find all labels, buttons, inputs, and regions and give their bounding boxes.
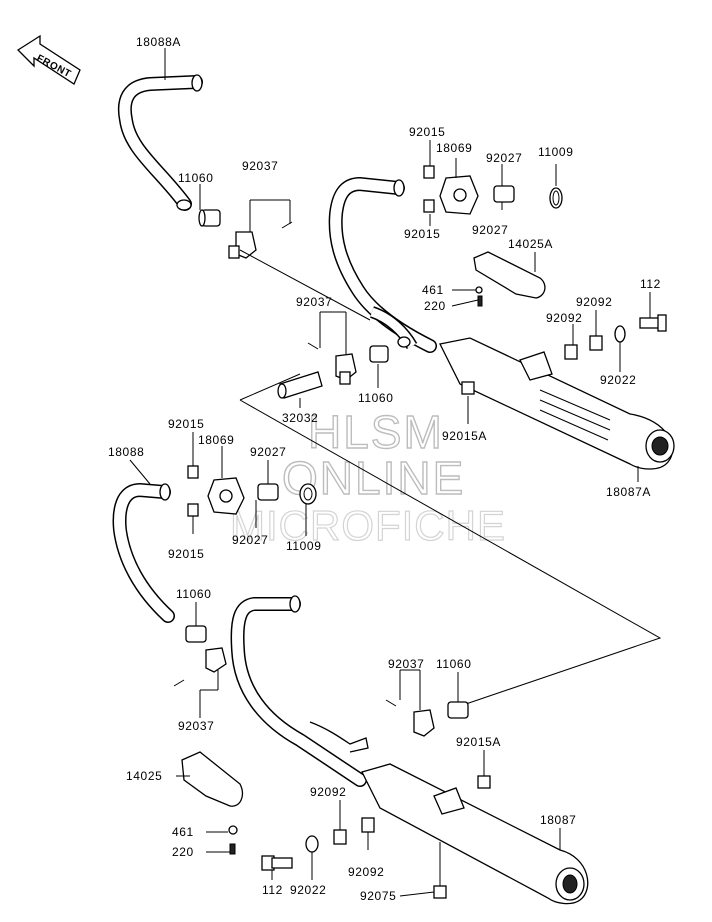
label-92037-c: 92037 <box>178 719 214 733</box>
flange-18069-a <box>439 175 479 215</box>
label-11060-d: 11060 <box>436 657 471 671</box>
bolt-112-a <box>639 314 667 332</box>
nut-92015-a <box>423 165 435 179</box>
exhaust-pipe-18088 <box>112 482 175 623</box>
label-220-a: 220 <box>424 299 446 313</box>
label-14025: 14025 <box>126 769 162 783</box>
clamp-92037-a <box>228 221 293 259</box>
watermark-line1: HLSM <box>308 406 444 458</box>
label-92092-c: 92092 <box>310 785 346 799</box>
label-112-b: 112 <box>262 883 283 897</box>
label-92037-a: 92037 <box>242 159 278 173</box>
nut-92015a-a <box>461 381 475 395</box>
label-18087: 18087 <box>540 813 576 827</box>
label-92092-a: 92092 <box>576 295 612 309</box>
collar-92027-b <box>257 483 279 501</box>
bolt-220-b <box>229 843 236 855</box>
label-92015-a: 92015 <box>409 125 445 139</box>
leader-lines <box>129 48 651 897</box>
label-11060-a: 11060 <box>178 171 213 185</box>
label-92015a-a: 92015A <box>442 429 487 443</box>
label-14025a: 14025A <box>508 237 553 251</box>
clamp-92037-c <box>173 647 227 687</box>
label-461-b: 461 <box>172 825 194 839</box>
label-32032: 32032 <box>282 411 318 425</box>
spacer-92092-a <box>589 335 603 351</box>
washer-461-b <box>228 825 238 835</box>
label-112-a: 112 <box>640 277 661 291</box>
label-18088a: 18088A <box>136 35 181 49</box>
clamp-92037-b <box>307 342 357 385</box>
grommet-92075 <box>433 885 447 899</box>
label-461-a: 461 <box>422 283 444 297</box>
nut-92015-b <box>423 199 435 213</box>
gasket-11060-a <box>198 209 221 227</box>
label-11060-b: 11060 <box>358 391 393 405</box>
label-92027-b: 92027 <box>472 223 508 237</box>
gasket-11060-c <box>185 625 207 643</box>
label-18069-a: 18069 <box>436 141 472 155</box>
part-labels: 18088A 11060 92037 92015 18069 92027 110… <box>108 35 661 903</box>
label-92092-d: 92092 <box>348 865 384 879</box>
flange-18069-b <box>207 477 245 515</box>
label-92015a-b: 92015A <box>456 735 501 749</box>
washer-92022-b <box>305 835 319 853</box>
gasket-11060-d <box>447 701 469 719</box>
gasket-11009-b <box>299 483 317 505</box>
label-92015-d: 92015 <box>168 547 204 561</box>
label-92027-a: 92027 <box>486 151 522 165</box>
front-arrow-icon: FRONT <box>16 34 81 85</box>
watermark: HLSM ONLINE MICROFICHE <box>229 405 506 549</box>
label-92037-d: 92037 <box>388 657 424 671</box>
label-92092-b: 92092 <box>546 311 582 325</box>
clamp-92037-d <box>385 699 435 737</box>
nut-92015-c <box>187 465 199 479</box>
muffler-18087 <box>361 763 589 905</box>
gasket-11060-b <box>369 345 389 363</box>
label-18087a: 18087A <box>606 485 651 499</box>
gasket-11009-a <box>549 187 563 209</box>
label-18069-b: 18069 <box>198 433 234 447</box>
watermark-line3: MICROFICHE <box>230 502 506 549</box>
spacer-92092-c <box>333 829 347 845</box>
label-11009-b: 11009 <box>286 539 321 553</box>
label-92015-c: 92015 <box>168 417 204 431</box>
pipe-32032 <box>277 371 323 399</box>
muffler-18087a <box>439 337 675 470</box>
exhaust-pipe-upper-right <box>328 176 437 353</box>
exhaust-pipe-18088a <box>117 74 203 211</box>
label-92022-b: 92022 <box>290 883 326 897</box>
spacer-92092-b <box>564 344 578 360</box>
label-92075: 92075 <box>360 889 396 903</box>
label-92027-d: 92027 <box>232 533 268 547</box>
heat-guard-14025a <box>473 251 546 307</box>
label-11060-c: 11060 <box>176 587 211 601</box>
label-220-b: 220 <box>172 845 194 859</box>
label-11009-a: 11009 <box>538 145 573 159</box>
collar-92027-a <box>493 185 515 203</box>
nut-92015-d <box>187 503 199 517</box>
exhaust-pipe-lower <box>230 595 369 787</box>
spacer-92092-d <box>361 817 375 833</box>
bolt-112-b <box>261 855 293 871</box>
label-18088: 18088 <box>108 445 144 459</box>
label-92027-c: 92027 <box>250 445 286 459</box>
label-92022-a: 92022 <box>600 373 636 387</box>
washer-92022-a <box>614 325 626 343</box>
label-92037-b: 92037 <box>296 295 332 309</box>
heat-guard-14025 <box>181 751 244 807</box>
nut-92015a-b <box>477 775 491 789</box>
label-92015-b: 92015 <box>404 227 440 241</box>
